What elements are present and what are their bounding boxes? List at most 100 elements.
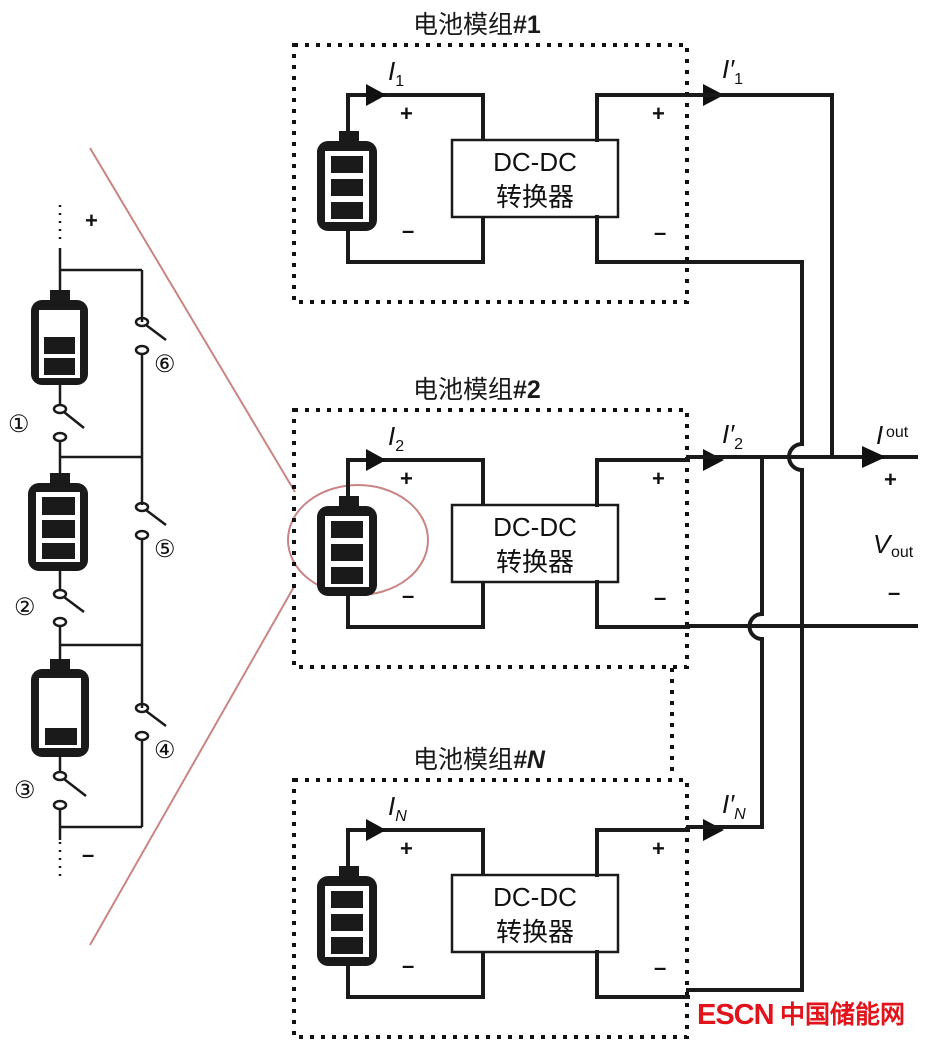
module-number: #1: [513, 11, 541, 39]
battery-terminal: [339, 131, 359, 142]
module-title-text: 电池模组: [413, 745, 513, 774]
input-negative-wire: [346, 950, 485, 999]
output-positive-wire: [595, 828, 690, 877]
output-negative-wire: [595, 950, 690, 999]
switch-contact: [52, 588, 68, 600]
string-plus-sign: +: [85, 208, 98, 233]
output-negative-wire: [595, 580, 690, 629]
module-title-text: 电池模组: [413, 10, 513, 39]
output-current-arrow: [862, 446, 886, 468]
converter-label: DC-DC: [493, 882, 577, 912]
output-positive-wire: [595, 458, 690, 507]
input-current-arrow: [366, 819, 386, 841]
output-minus-sign: –: [654, 955, 666, 980]
module-title: 电池模组#N: [413, 745, 546, 774]
charge-bar: [42, 497, 75, 515]
switch-5-blade: [145, 509, 167, 526]
charge-bar: [331, 891, 363, 908]
cell-1: [31, 290, 88, 385]
output-bus: [670, 93, 918, 992]
input-negative-wire: [346, 215, 485, 264]
watermark-logo: ESCN 中国储能网: [694, 996, 914, 1031]
switch-contact: [52, 770, 68, 782]
output-positive-wire: [595, 93, 690, 142]
switch-2-blade: [63, 596, 85, 613]
string-minus-sign: –: [82, 842, 94, 867]
switch-3-blade: [63, 778, 87, 797]
module-n-positive-lead: [686, 455, 764, 829]
input-minus-sign: –: [402, 583, 414, 608]
input-plus-sign: +: [400, 466, 413, 491]
switch-contact: [52, 799, 68, 811]
module-number: #N: [513, 746, 546, 774]
charge-bar: [45, 728, 77, 745]
watermark-brand: ESCN: [697, 999, 774, 1031]
switch-contact: [52, 616, 68, 628]
converter-label-cn: 转换器: [496, 548, 574, 578]
switch-contact: [134, 316, 150, 328]
input-negative-wire: [346, 580, 485, 629]
charge-bar: [44, 337, 75, 354]
input-current-label: I1: [388, 56, 404, 90]
input-plus-sign: +: [400, 101, 413, 126]
battery-terminal: [339, 866, 359, 877]
charge-bar: [331, 937, 363, 954]
battery-terminal: [339, 496, 359, 507]
dc-dc-converter: [450, 873, 620, 954]
switch-2-label: ②: [14, 593, 36, 621]
cell-string-detail: + ① ⑥: [8, 205, 176, 880]
zoom-callout-line-top: [89, 147, 296, 493]
zoom-callout-line-bottom: [89, 584, 296, 946]
output-minus-sign: –: [888, 580, 900, 605]
switch-4-label: ④: [154, 736, 176, 764]
module-number: #2: [513, 376, 541, 404]
output-current-subscript: out: [886, 424, 909, 441]
battery-terminal: [50, 473, 70, 483]
output-current-arrow: [703, 449, 724, 471]
switch-6-blade: [145, 324, 167, 341]
charge-bar: [44, 358, 75, 375]
input-current-label: I2: [388, 421, 404, 455]
switch-contact: [134, 501, 150, 513]
converter-label-cn: 转换器: [496, 918, 574, 948]
switch-contact: [134, 344, 150, 356]
battery-terminal: [50, 290, 70, 300]
charge-bar: [331, 567, 363, 584]
switch-5-label: ⑤: [154, 535, 176, 563]
charge-bar: [331, 179, 363, 196]
cell-2: [28, 473, 88, 571]
switch-3-label: ③: [14, 776, 36, 804]
output-minus-sign: –: [654, 220, 666, 245]
converter-label: DC-DC: [493, 512, 577, 542]
output-minus-sign: –: [654, 585, 666, 610]
switch-contact: [52, 403, 68, 415]
module-1-positive-lead: [686, 93, 834, 459]
output-voltage-subscript: out: [891, 544, 914, 561]
switch-1-label: ①: [8, 410, 30, 438]
output-plus-sign: +: [652, 101, 665, 126]
charge-bar: [42, 520, 75, 538]
charge-bar: [42, 543, 75, 559]
output-current-label: I′1: [722, 54, 743, 88]
charge-bar: [331, 544, 363, 561]
output-voltage-label: V: [873, 529, 893, 559]
dc-dc-converter: [450, 503, 620, 584]
charge-bar: [331, 521, 363, 538]
input-positive-wire: [346, 93, 485, 142]
switch-1-blade: [63, 411, 85, 429]
output-current-arrow: [703, 819, 724, 841]
converter-label-cn: 转换器: [496, 183, 574, 213]
switch-4-blade: [145, 710, 167, 727]
output-plus-sign: +: [884, 467, 897, 492]
charge-bar: [331, 156, 363, 173]
input-minus-sign: –: [402, 953, 414, 978]
switch-contact: [134, 529, 150, 541]
charge-bar: [331, 202, 363, 219]
input-current-label: IN: [388, 791, 407, 825]
input-current-arrow: [366, 449, 386, 471]
input-plus-sign: +: [400, 836, 413, 861]
module-title: 电池模组#2: [413, 375, 541, 404]
converter-label: DC-DC: [493, 147, 577, 177]
